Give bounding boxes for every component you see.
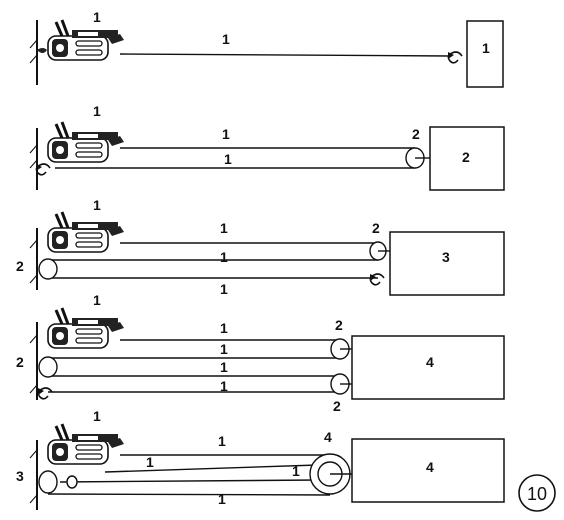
rope-label-2-2: 1 [224, 151, 232, 167]
sheave-icon [38, 258, 58, 280]
row-4: 1 2 1 1 1 1 2 2 4 [16, 292, 505, 414]
sheave-label-4a: 2 [335, 317, 343, 333]
rope-label-3-2: 1 [220, 249, 228, 265]
row-2: 1 1 1 2 2 [29, 103, 505, 191]
hoist-label-4: 1 [93, 292, 101, 308]
box-label-4: 4 [426, 354, 434, 370]
anchor-icon [37, 387, 53, 400]
side-label-5: 3 [16, 468, 24, 484]
rope-label-4-3: 1 [220, 359, 228, 375]
rope-label-3-3: 1 [220, 281, 228, 297]
hoist-2 [46, 120, 126, 164]
rope-label-5-4: 1 [218, 491, 226, 507]
sheave-label-2: 2 [412, 126, 420, 142]
rope-label-1-1: 1 [222, 31, 230, 47]
row-3: 1 2 1 1 1 2 3 [16, 197, 505, 297]
rope-label-4-2: 1 [220, 341, 228, 357]
sheave-icon [38, 470, 58, 494]
sheave-label-5: 4 [324, 429, 332, 445]
sheave-icon [38, 356, 58, 378]
load-box-4 [351, 335, 505, 400]
rope-label-4-4: 1 [220, 378, 228, 394]
box-label-5: 4 [426, 459, 434, 475]
load-box-1 [466, 20, 504, 88]
side-label-4: 2 [16, 354, 24, 370]
hoist-4 [46, 306, 126, 350]
box-label-1: 1 [482, 40, 490, 56]
figure-number-badge: 10 [518, 474, 556, 512]
anchor-icon [447, 51, 463, 64]
load-box-5 [351, 438, 505, 503]
sheave-icon [66, 475, 78, 489]
box-label-3: 3 [442, 249, 450, 265]
hoist-label-1: 1 [93, 9, 101, 25]
box-label-2: 2 [462, 149, 470, 165]
load-box-2 [429, 126, 505, 191]
side-label-3: 2 [16, 258, 24, 274]
load-box-3 [389, 231, 505, 296]
hoist-label-5: 1 [93, 408, 101, 424]
rope-label-3-1: 1 [220, 220, 228, 236]
hoist-label-2: 1 [93, 103, 101, 119]
rope-label-5-1: 1 [218, 433, 226, 449]
hoist-5 [46, 422, 126, 466]
hoist-3 [46, 210, 126, 254]
row-1: 1 1 1 [29, 9, 504, 88]
hoist-label-3: 1 [93, 197, 101, 213]
sheave-label-3: 2 [372, 220, 380, 236]
rope-label-5-2: 1 [146, 454, 154, 470]
hoist-1 [46, 18, 126, 62]
figure-number: 10 [527, 484, 547, 504]
anchor-icon [369, 273, 385, 286]
anchor-icon [35, 163, 51, 176]
row-5: 1 3 1 1 1 1 4 4 [16, 408, 505, 510]
rope-label-4-1: 1 [220, 320, 228, 336]
rope-1 [119, 53, 451, 57]
rope-label-2-1: 1 [222, 126, 230, 142]
rope-label-5-3: 1 [292, 463, 300, 479]
sheave-label-4b: 2 [333, 398, 341, 414]
